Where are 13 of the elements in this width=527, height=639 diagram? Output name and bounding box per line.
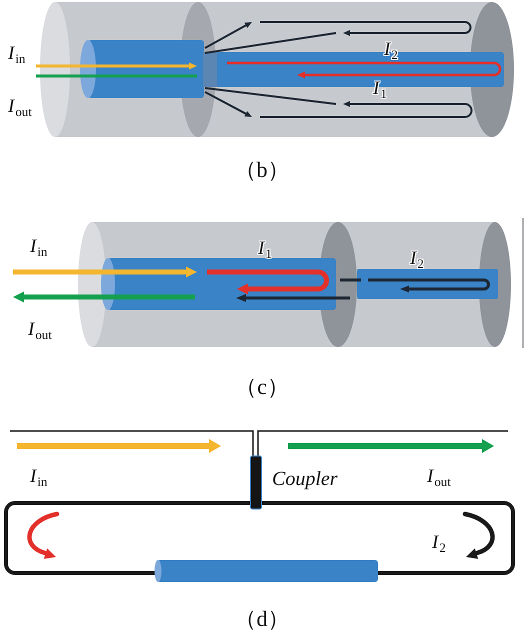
intensity-label: I$_{in}$ (8, 44, 26, 63)
intensity-label: I$_{1}$ (258, 239, 272, 258)
intensity-label: I$_{in}$ (30, 467, 48, 486)
intensity-label: I$_{2}$ (410, 249, 424, 268)
panel-caption: （d） (234, 608, 290, 630)
intensity-label: I$_{in}$ (30, 237, 48, 256)
panel-caption: （c） (235, 376, 289, 398)
intensity-label: I$_{out}$ (8, 97, 32, 116)
intensity-label: I$_{out}$ (427, 467, 451, 486)
component-label: Coupler (272, 469, 338, 489)
intensity-label: I$_{out}$ (28, 320, 52, 339)
intensity-label: I$_{2}$ (432, 533, 446, 552)
panel-caption: （b） (234, 159, 290, 181)
